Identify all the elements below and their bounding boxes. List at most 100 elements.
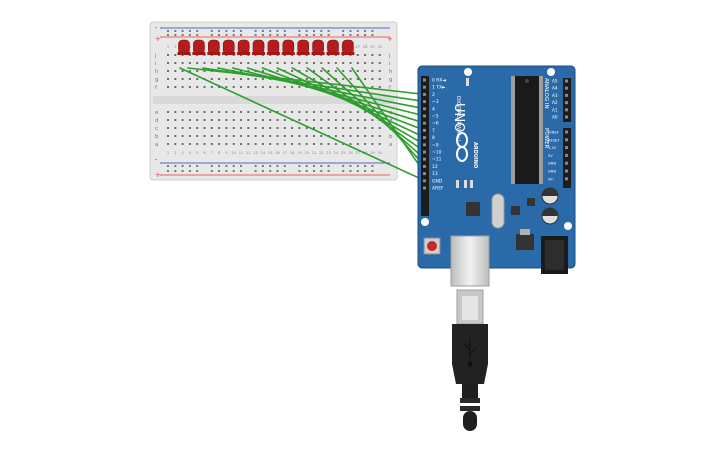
led[interactable]: [341, 39, 355, 55]
rail-hole: [210, 170, 213, 172]
power-pin[interactable]: [565, 146, 568, 150]
terminal-hole: [261, 78, 264, 80]
power-pin[interactable]: [565, 138, 568, 142]
power-pin[interactable]: [565, 177, 568, 181]
analog-pin[interactable]: [565, 108, 568, 112]
analog-pin[interactable]: [565, 79, 568, 83]
digital-pin-label: 2: [432, 92, 435, 98]
led[interactable]: [311, 39, 325, 55]
power-pin[interactable]: [565, 169, 568, 173]
header-pin[interactable]: [423, 186, 426, 190]
terminal-hole: [203, 135, 206, 137]
power-pin[interactable]: [565, 161, 568, 165]
digital-pin-label: 13: [432, 171, 438, 177]
terminal-hole: [334, 62, 337, 64]
terminal-hole: [203, 143, 206, 145]
terminal-hole: [291, 70, 294, 72]
analog-pin[interactable]: [565, 93, 568, 97]
usb-cable[interactable]: [452, 289, 488, 431]
terminal-hole: [196, 127, 199, 129]
rail-hole: [269, 165, 272, 167]
terminal-hole: [356, 127, 359, 129]
column-number: 8: [218, 151, 221, 155]
header-pin[interactable]: [423, 150, 426, 154]
led[interactable]: [177, 39, 191, 55]
header-pin[interactable]: [423, 179, 426, 183]
terminal-hole: [196, 119, 199, 121]
usb-cable-end: [463, 411, 477, 431]
power-pin[interactable]: [565, 153, 568, 157]
led-row[interactable]: [177, 39, 355, 55]
terminal-hole: [276, 119, 279, 121]
led-rim: [237, 52, 251, 55]
column-number: 17: [283, 151, 288, 155]
analog-pin[interactable]: [565, 101, 568, 105]
analog-pin[interactable]: [565, 115, 568, 119]
jumper-wire[interactable]: [336, 67, 426, 168]
terminal-hole: [276, 70, 279, 72]
led[interactable]: [266, 39, 280, 55]
terminal-hole: [334, 86, 337, 88]
breadboard[interactable]: + + - + - jjiihhggffeeddccbbaa 112233445…: [149, 21, 398, 181]
rail-hole: [305, 165, 308, 167]
header-pin[interactable]: [423, 107, 426, 111]
column-number: 21: [312, 151, 317, 155]
header-pin[interactable]: [423, 172, 426, 176]
header-pin[interactable]: [423, 143, 426, 147]
column-number: 5: [196, 151, 198, 155]
jumper-wire[interactable]: [306, 67, 426, 153]
led[interactable]: [252, 39, 265, 55]
led[interactable]: [326, 39, 340, 55]
rail-hole: [181, 34, 184, 36]
terminal-hole: [334, 119, 337, 121]
jumper-wire[interactable]: [321, 67, 426, 160]
header-pin[interactable]: [423, 100, 426, 104]
terminal-hole: [291, 143, 294, 145]
reset-button[interactable]: [427, 241, 437, 251]
led[interactable]: [192, 39, 206, 55]
rail-hole: [276, 34, 279, 36]
header-pin[interactable]: [423, 114, 426, 118]
column-number: 29: [370, 151, 375, 155]
terminal-hole: [313, 62, 315, 64]
terminal-hole: [334, 78, 337, 80]
terminal-hole: [188, 111, 191, 113]
analog-pin[interactable]: [565, 86, 568, 90]
usb-chip: [466, 202, 480, 216]
arduino-infinity-logo: [456, 132, 468, 162]
power-pin[interactable]: [565, 130, 568, 134]
header-pin[interactable]: [423, 92, 426, 96]
jumper-wire[interactable]: [291, 67, 426, 146]
rail-hole: [196, 34, 199, 36]
header-pin[interactable]: [423, 78, 426, 82]
led[interactable]: [281, 39, 295, 55]
rail-hole: [167, 30, 169, 32]
usb-strain-relief: [462, 384, 478, 398]
column-number: 25: [341, 151, 346, 155]
arduino-uno-board[interactable]: 0 RX◄1 TX►2~34~5~678~9~10~111213GNDAREF …: [417, 65, 576, 287]
terminal-hole: [261, 143, 264, 145]
terminal-hole: [298, 86, 301, 88]
header-pin[interactable]: [423, 121, 426, 125]
ground-wire[interactable]: [179, 67, 426, 182]
terminal-hole: [269, 62, 272, 64]
usb-port[interactable]: [450, 235, 490, 287]
led[interactable]: [237, 39, 251, 55]
led[interactable]: [207, 39, 221, 55]
terminal-hole: [174, 111, 177, 113]
arduino-brand-label: ARDUINO: [472, 142, 478, 168]
rail-hole: [218, 30, 221, 32]
header-pin[interactable]: [423, 164, 426, 168]
led[interactable]: [296, 39, 310, 55]
jumper-wires[interactable]: [179, 67, 426, 182]
header-pin[interactable]: [423, 128, 426, 132]
header-pin[interactable]: [423, 85, 426, 89]
led[interactable]: [222, 39, 236, 55]
rail-hole: [167, 165, 169, 167]
header-pin[interactable]: [423, 157, 426, 161]
terminal-hole: [298, 70, 301, 72]
jumper-wire[interactable]: [351, 67, 426, 175]
terminal-hole: [232, 119, 235, 121]
header-pin[interactable]: [423, 136, 426, 140]
rail-hole: [210, 165, 213, 167]
